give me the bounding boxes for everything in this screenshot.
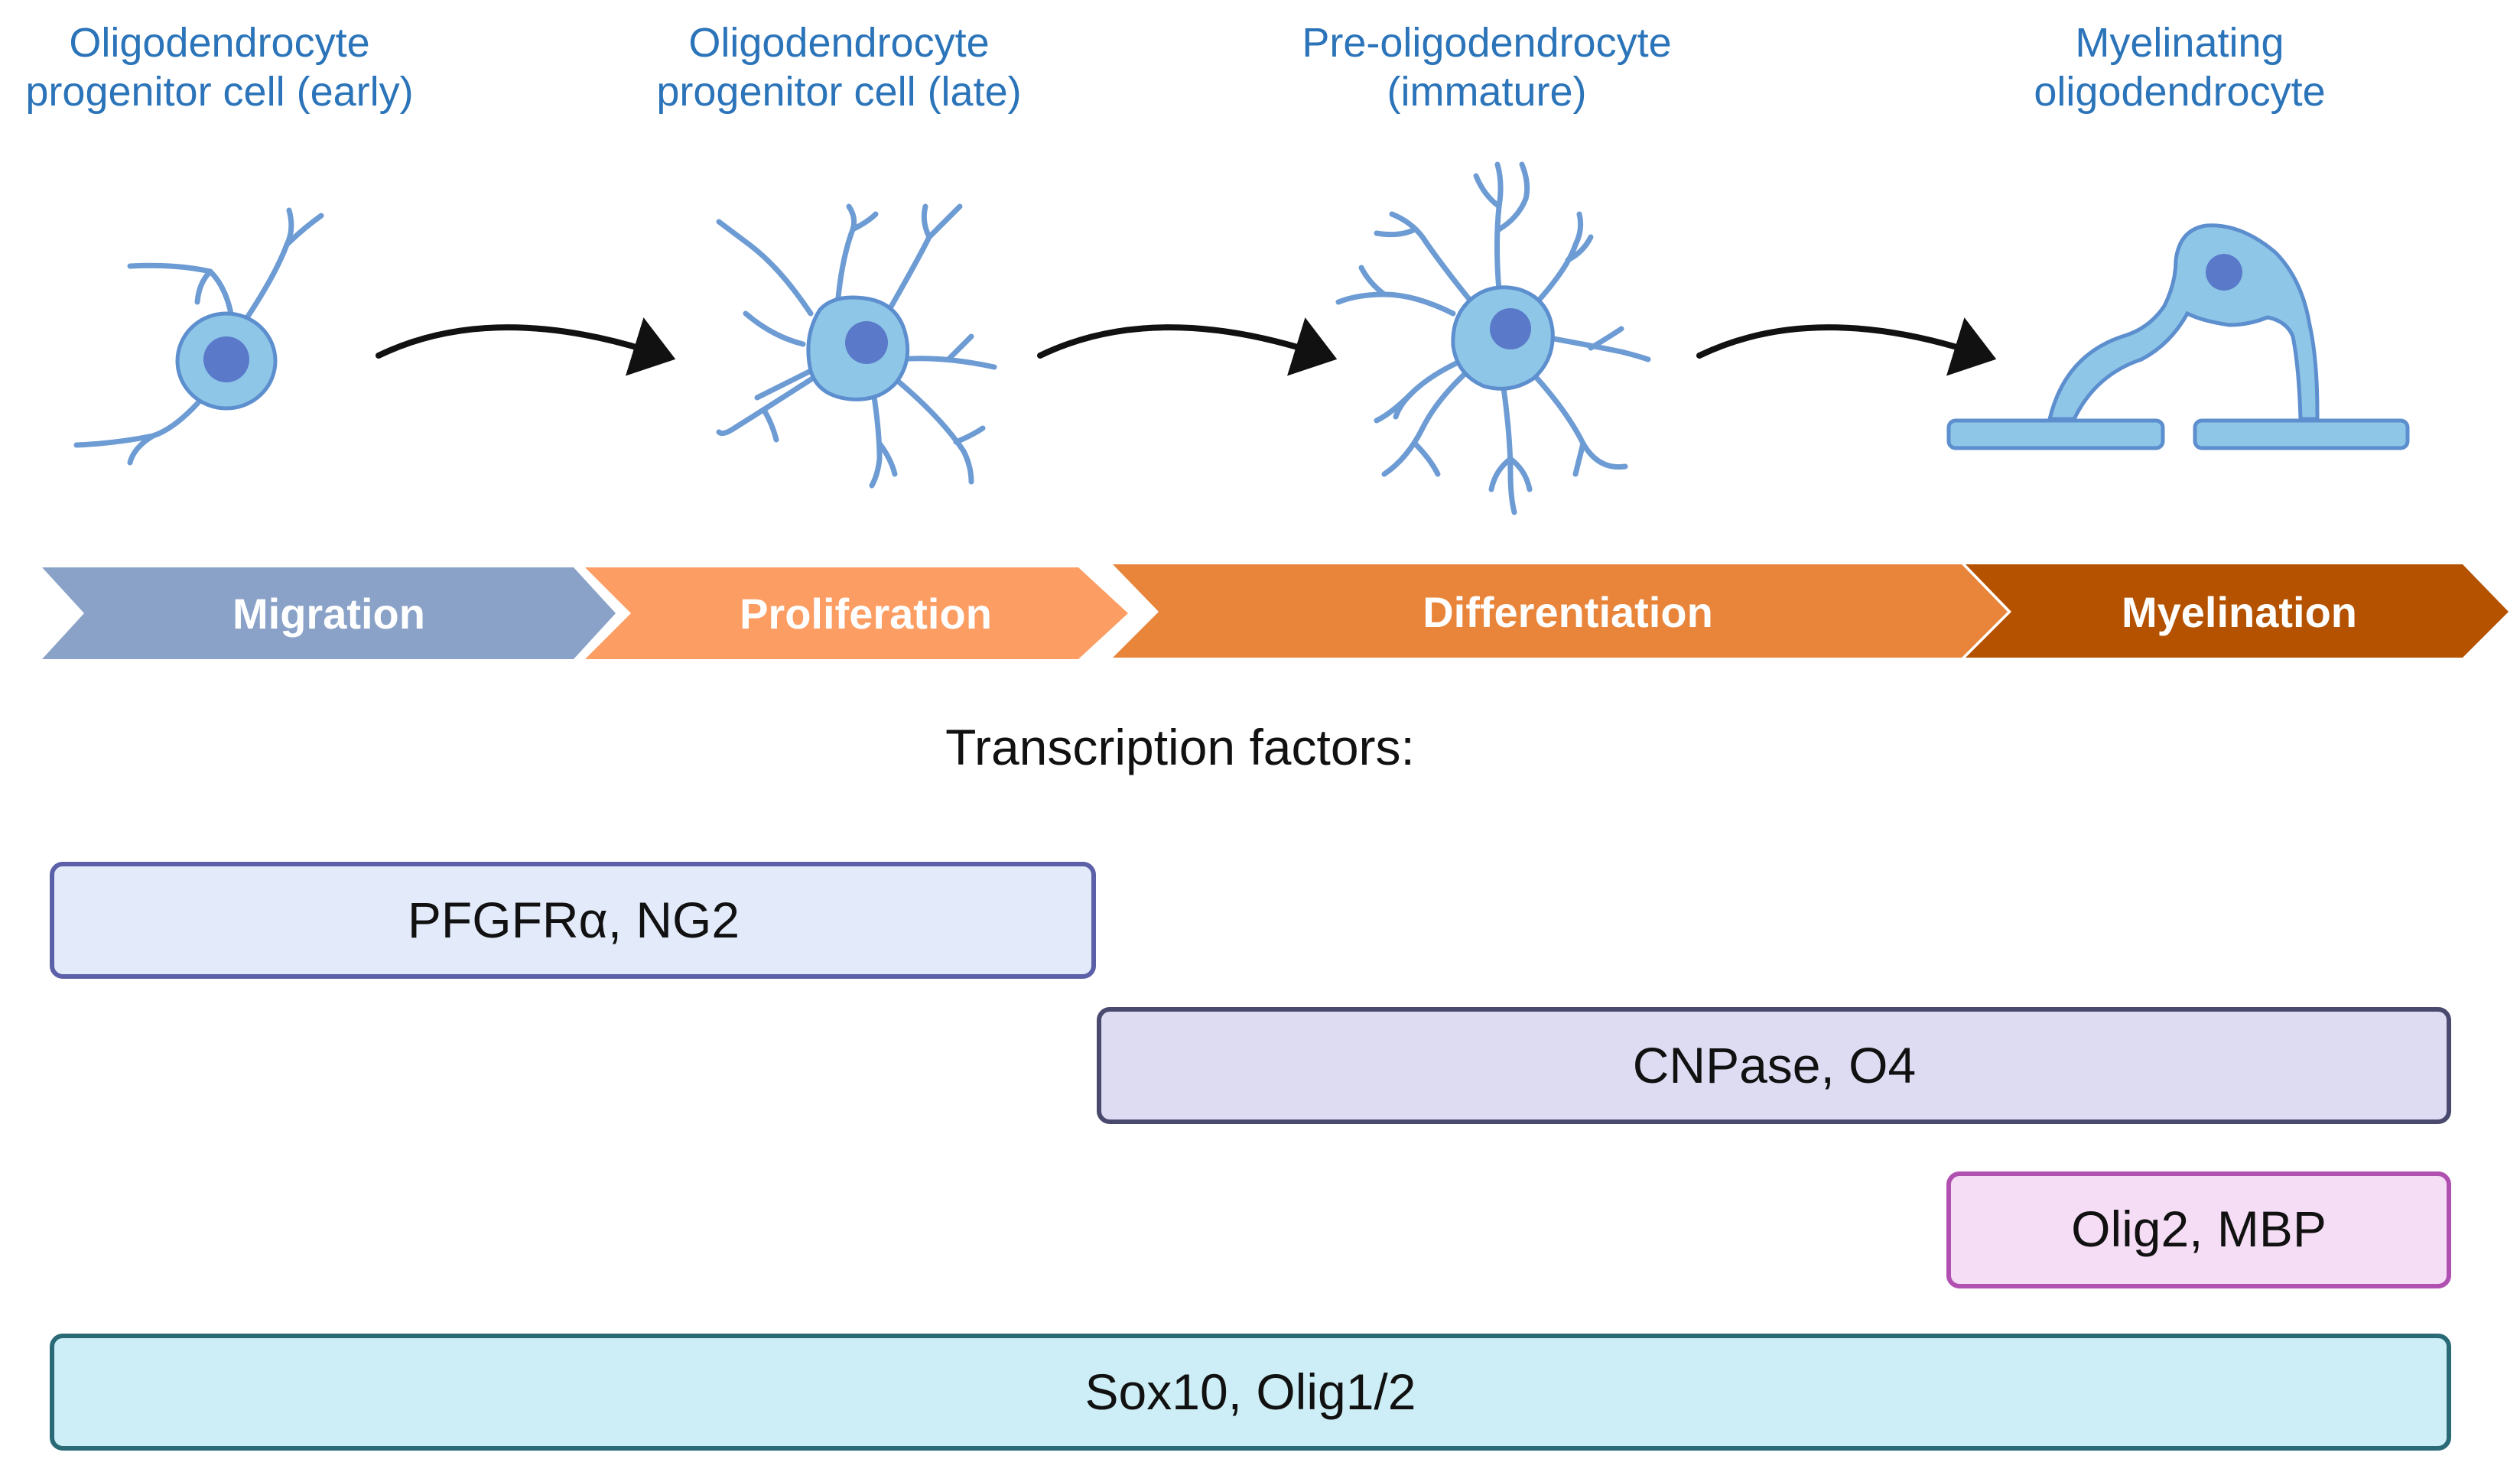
factor-bar-label: PFGFRα, NG2 [408, 892, 740, 948]
band-migration-shape [42, 567, 616, 659]
stage-arrow-2 [1037, 317, 1338, 376]
factor-bar-rect [1946, 1171, 2451, 1288]
myelinating-oligodendrocyte-cell-icon [1946, 223, 2410, 450]
stage-title-line2: (immature) [1387, 69, 1586, 115]
stage-title-line2: progenitor cell (early) [25, 69, 413, 115]
pre-oligodendrocyte-cell-icon [1335, 161, 1651, 515]
stage-arrow-3 [1696, 317, 1997, 376]
band-segment-proliferation: Proliferation [585, 567, 1128, 659]
factor-bar-rect [50, 1334, 2451, 1451]
band-label-myelination: Myelination [2122, 588, 2357, 636]
stage-title-line2: oligodendrocyte [2034, 69, 2325, 115]
early-opc-cell-icon [73, 207, 324, 466]
band-label-migration: Migration [232, 590, 425, 638]
band-label-differentiation: Differentiation [1423, 588, 1713, 636]
stage-title-early-opc: Oligodendrocyte progenitor cell (early) [25, 20, 413, 115]
factor-bar-rect [50, 862, 1096, 979]
factor-bar-sox10-olig1-2: Sox10, Olig1/2 [50, 1334, 2451, 1451]
factor-bar-label: Sox10, Olig1/2 [1085, 1363, 1416, 1420]
stage-title-line1: Pre-oligodendrocyte [1302, 20, 1671, 66]
factor-bar-pfgfra-ng2: PFGFRα, NG2 [50, 862, 1096, 979]
stage-title-line2: progenitor cell (late) [656, 69, 1021, 115]
stage-title-line1: Oligodendrocyte [69, 20, 369, 66]
factor-bar-label: CNPase, O4 [1633, 1037, 1916, 1093]
factor-bar-rect [1097, 1007, 2451, 1124]
late-opc-cell-icon [716, 203, 997, 489]
stage-title-myelinating-oligodendrocyte: Myelinating oligodendrocyte [2034, 20, 2325, 115]
band-segment-migration: Migration [42, 567, 616, 659]
band-label-proliferation: Proliferation [740, 590, 992, 638]
stage-title-pre-oligodendrocyte: Pre-oligodendrocyte (immature) [1302, 20, 1671, 115]
stage-title-line1: Myelinating [2075, 20, 2284, 66]
stage-title-line1: Oligodendrocyte [688, 20, 989, 66]
band-segment-myelination: Myelination [1966, 564, 2509, 658]
band-segment-differentiation: Differentiation [1113, 564, 2008, 658]
stage-arrow-1 [376, 317, 676, 376]
factor-bar-cnpase-o4: CNPase, O4 [1097, 1007, 2451, 1124]
factor-bar-olig2-mbp: Olig2, MBP [1946, 1171, 2451, 1288]
factor-bar-label: Olig2, MBP [2071, 1201, 2327, 1257]
band-differentiation-shape [1113, 564, 2008, 658]
transcription-factors-heading: Transcription factors: [945, 719, 1415, 775]
band-myelination-shape [1966, 564, 2509, 658]
process-band: Migration Proliferation Differentiation … [42, 564, 2509, 659]
stage-title-late-opc: Oligodendrocyte progenitor cell (late) [656, 20, 1021, 115]
band-proliferation-shape [585, 567, 1128, 659]
